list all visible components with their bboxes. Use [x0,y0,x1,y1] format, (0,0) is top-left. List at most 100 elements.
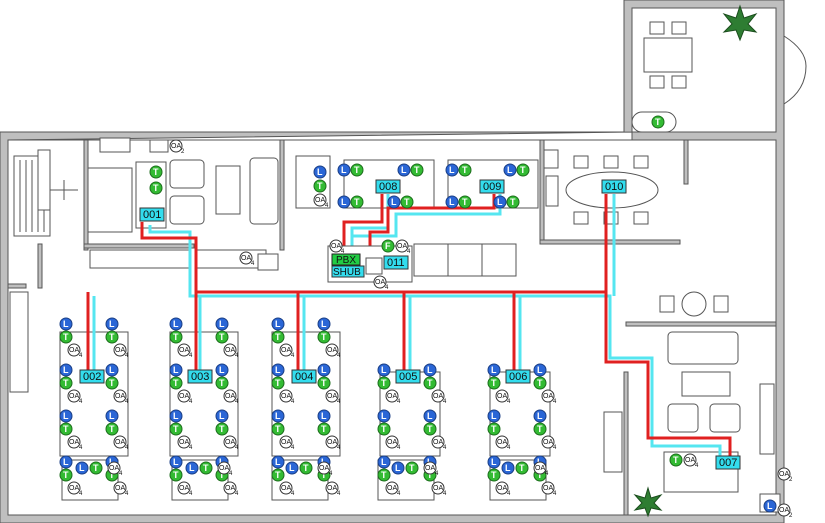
cabinet [759,383,775,455]
outlet-symbol: OA [433,485,443,492]
power-outlet-icon [177,481,191,495]
tel-outlet-icon [105,330,119,344]
lan-outlet-icon [387,195,401,209]
sofa [667,331,739,365]
outlet-symbol: L [275,457,281,467]
outlet-symbol: T [173,332,179,342]
lan-outlet-icon [271,455,285,469]
power-outlet-icon [113,481,127,495]
lan-outlet-icon [533,409,547,423]
outlet-symbol: L [449,165,455,175]
outlet-symbol: T [219,378,225,388]
outlet-count: 4 [341,249,345,255]
pbx-label: PBX [336,255,356,266]
outlet-symbol: L [507,165,513,175]
wall-stairs-bottom [7,283,27,289]
tel-outlet-icon [59,468,73,482]
outlet-symbol: T [354,197,360,207]
lan-outlet-icon [215,363,229,377]
outlet-symbol: OA [241,255,251,262]
outlet-count: 4 [125,353,129,359]
outlet-count: 4 [695,463,699,469]
shub-box [331,265,365,278]
outlet-symbol: L [505,463,511,473]
outlet-symbol: L [219,319,225,329]
power-outlet-icon [223,343,237,357]
outlet-symbol: L [321,365,327,375]
lan-outlet-icon [59,409,73,423]
armchair [709,403,741,433]
outlet-symbol: OA [219,465,229,472]
outlet-count: 4 [189,491,193,497]
outlet-symbol: T [404,197,410,207]
lan-outlet-icon [169,317,183,331]
outlet-symbol: OA [179,347,189,354]
lan-outlet-icon [75,461,89,475]
lan-outlet-icon [391,461,405,475]
chair [649,21,665,35]
outlet-symbol: L [79,463,85,473]
power-outlet-icon [67,343,81,357]
tel-outlet-icon [215,422,229,436]
lan-outlet-icon [763,499,777,513]
lan-outlet-icon [215,409,229,423]
power-outlet-icon [777,503,791,517]
outlet-symbol: T [109,424,115,434]
tel-outlet-icon [651,115,665,129]
outlet-symbol: T [63,332,69,342]
outlet-count: 4 [235,491,239,497]
outlet-symbol: L [491,457,497,467]
room-label-box [375,179,401,194]
pbx-box [331,253,361,266]
coffee-table [215,165,241,215]
outlet-symbol: T [63,424,69,434]
outlet-symbol: OA [327,347,337,354]
power-outlet-icon [177,343,191,357]
tel-outlet-icon [317,376,331,390]
outlet-symbol: T [275,332,281,342]
tel-outlet-icon [506,195,520,209]
power-outlet-icon [325,435,339,449]
outlet-symbol: OA [179,485,189,492]
room-label: 009 [483,181,501,193]
outlet-symbol: L [289,463,295,473]
lan-outlet-icon [317,409,331,423]
tel-outlet-icon [317,422,331,436]
room-label: 011 [387,257,405,269]
tel-outlet-icon [458,163,472,177]
power-outlet-icon [223,389,237,403]
room-label: 010 [605,181,623,193]
tel-outlet-icon [317,330,331,344]
stair-arrow [50,180,78,200]
fax-symbol: F [385,241,391,251]
wall-meeting-right [683,139,689,185]
outlet-symbol: OA [115,485,125,492]
outlet-symbol: L [491,365,497,375]
outlet-count: 4 [229,471,233,477]
outlet-symbol: T [219,470,225,480]
outlet-symbol: T [63,470,69,480]
outlet-symbol: T [219,424,225,434]
tel-outlet-icon [533,376,547,390]
outlet-symbol: L [173,365,179,375]
outlet-symbol: OA [327,393,337,400]
outlet-symbol: OA [433,393,443,400]
tel-outlet-icon [149,181,163,195]
tel-outlet-icon [313,179,327,193]
cabinet [413,243,449,277]
outlet-symbol: OA [327,439,337,446]
tel-outlet-icon [271,330,285,344]
tel-outlet-icon [458,195,472,209]
power-outlet-icon [385,435,399,449]
fax-icon [381,239,395,253]
outlet-symbol: OA [225,393,235,400]
power-outlet-icon [423,461,437,475]
chair [633,155,649,169]
outlet-count: 4 [397,445,401,451]
office-001-desk [87,167,133,233]
plant-stand [543,149,559,169]
lan-outlet-icon [493,195,507,209]
printer-icon [257,253,279,271]
outlet-symbol: L [381,457,387,467]
outlet-symbol: T [655,117,661,127]
